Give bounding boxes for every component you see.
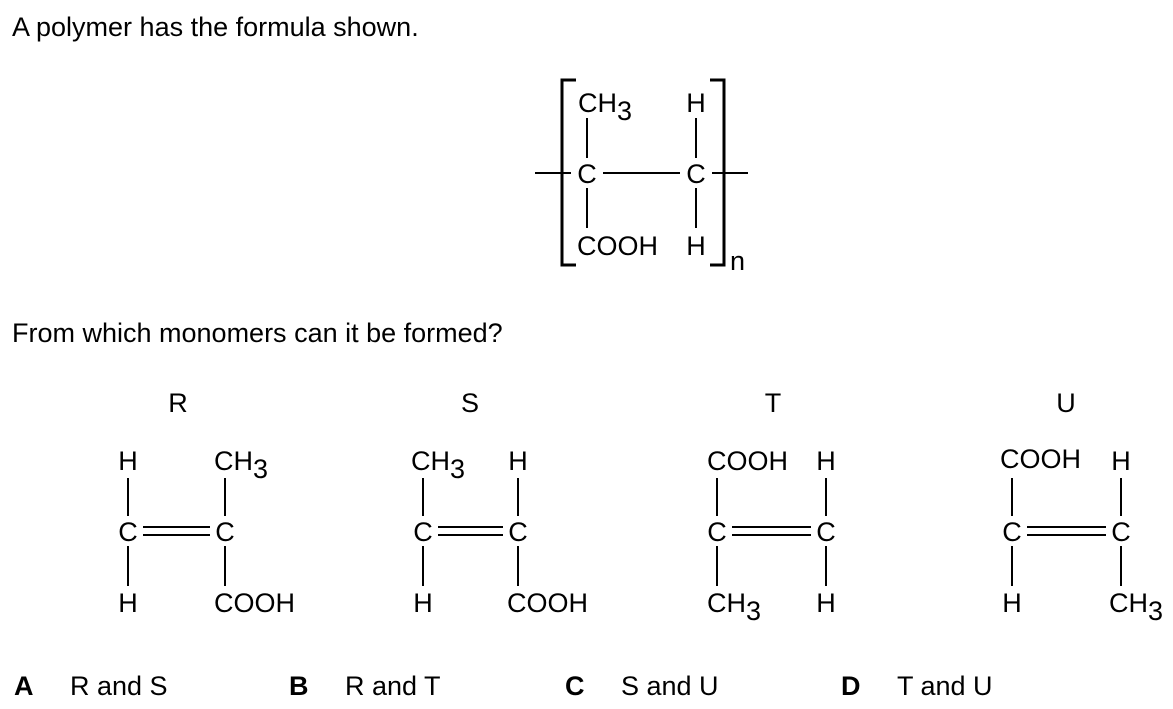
polymer-carbon-left: C	[577, 159, 597, 189]
monomer-label: R	[168, 388, 188, 418]
monomer-carbon-left: C	[118, 517, 138, 547]
option-c[interactable]: C S and U	[565, 670, 719, 702]
option-a[interactable]: A R and S	[14, 670, 168, 702]
option-text: T and U	[897, 671, 993, 701]
monomer-bottom-right: CH3	[1109, 588, 1163, 626]
monomer-bottom-right: H	[816, 588, 836, 618]
monomer-u: U COOH H C C H CH3	[1000, 388, 1163, 626]
option-d[interactable]: D T and U	[841, 670, 993, 702]
question-prompt: From which monomers can it be formed?	[12, 318, 503, 348]
option-text: R and T	[345, 671, 441, 701]
monomer-carbon-left: C	[413, 517, 433, 547]
monomer-top-left: H	[118, 446, 138, 476]
monomer-top-right: H	[816, 446, 836, 476]
monomer-bottom-right: COOH	[214, 588, 295, 618]
monomer-bottom-left: H	[1002, 588, 1022, 618]
monomer-carbon-right: C	[508, 517, 528, 547]
polymer-carbon-right: C	[686, 159, 706, 189]
polymer-structure: CH3 H C C COOH H n	[535, 78, 748, 276]
monomer-bottom-left: CH3	[707, 588, 761, 626]
polymer-repeat-n: n	[730, 246, 745, 276]
monomer-label: U	[1056, 388, 1076, 418]
monomer-t: T COOH H C C CH3 H	[707, 388, 836, 626]
question-intro: A polymer has the formula shown.	[12, 12, 419, 42]
monomer-top-right: CH3	[214, 446, 268, 484]
monomer-carbon-right: C	[215, 517, 235, 547]
option-b[interactable]: B R and T	[289, 670, 441, 702]
option-letter: A	[14, 671, 34, 701]
polymer-bottom-right: H	[686, 231, 706, 261]
monomer-carbon-left: C	[1002, 517, 1022, 547]
option-text: R and S	[70, 671, 168, 701]
polymer-top-left: CH3	[578, 88, 632, 126]
monomer-bottom-left: H	[413, 588, 433, 618]
monomer-bottom-right: COOH	[507, 588, 588, 618]
polymer-top-right: H	[686, 88, 706, 118]
monomer-top-right: H	[1111, 446, 1131, 476]
polymer-bottom-left: COOH	[577, 231, 658, 261]
monomer-carbon-right: C	[1111, 517, 1131, 547]
monomer-label: S	[461, 388, 479, 418]
monomer-carbon-right: C	[816, 517, 836, 547]
monomer-r: R H CH3 C C H COOH	[118, 388, 295, 618]
monomer-top-left: COOH	[1000, 444, 1081, 474]
monomer-bottom-left: H	[118, 588, 138, 618]
monomer-top-left: COOH	[707, 446, 788, 476]
monomer-carbon-left: C	[707, 517, 727, 547]
option-letter: D	[841, 671, 861, 701]
answer-options: A R and S B R and T C S and U D T and U	[0, 670, 1173, 702]
option-letter: C	[565, 671, 585, 701]
option-text: S and U	[621, 671, 719, 701]
monomer-label: T	[765, 388, 782, 418]
monomer-top-left: CH3	[411, 446, 465, 484]
option-letter: B	[289, 671, 309, 701]
monomer-s: S CH3 H C C H COOH	[411, 388, 588, 618]
monomer-top-right: H	[508, 446, 528, 476]
